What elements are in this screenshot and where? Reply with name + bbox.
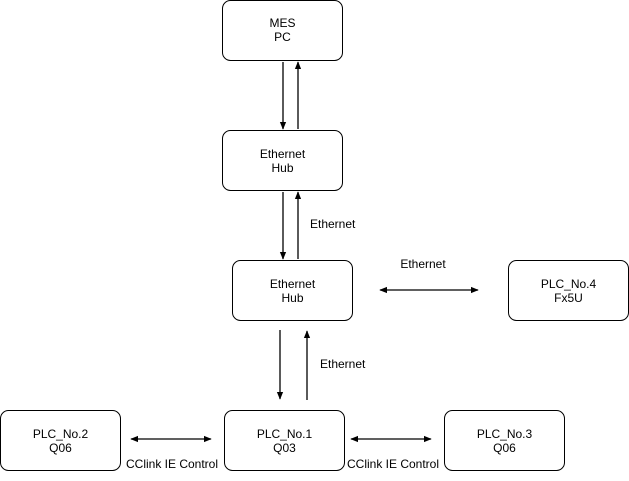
plc-no1-node[interactable]: PLC_No.1 Q03 (224, 410, 345, 471)
edge-label-hub-middle-plc-no1: Ethernet (320, 357, 366, 371)
plc-no3-line2: Q06 (493, 441, 516, 455)
ethernet-hub-top-line1: Ethernet (260, 147, 306, 161)
ethernet-hub-top-node[interactable]: Ethernet Hub (222, 130, 343, 191)
ethernet-hub-middle-line2: Hub (281, 291, 303, 305)
plc-no4-line1: PLC_No.4 (541, 277, 597, 291)
mes-pc-line2: PC (274, 30, 291, 44)
edge-label-plc-no1-plc-no3: CClink IE Control (347, 457, 439, 471)
plc-no1-line2: Q03 (273, 441, 296, 455)
edge-label-plc-no2-plc-no1: CClink IE Control (126, 457, 218, 471)
plc-no2-line1: PLC_No.2 (33, 427, 89, 441)
mes-pc-node[interactable]: MES PC (222, 0, 343, 61)
edge-label-hub-middle-plc-no4: Ethernet (400, 257, 446, 271)
plc-no1-line1: PLC_No.1 (257, 427, 313, 441)
mes-pc-line1: MES (269, 16, 295, 30)
plc-no3-node[interactable]: PLC_No.3 Q06 (444, 410, 565, 471)
plc-no4-node[interactable]: PLC_No.4 Fx5U (508, 260, 629, 321)
ethernet-hub-middle-line1: Ethernet (270, 277, 316, 291)
plc-no3-line1: PLC_No.3 (477, 427, 533, 441)
plc-no2-line2: Q06 (49, 441, 72, 455)
ethernet-hub-top-line2: Hub (271, 161, 293, 175)
ethernet-hub-middle-node[interactable]: Ethernet Hub (232, 260, 353, 321)
edge-label-hub-top-hub-middle: Ethernet (310, 217, 356, 231)
plc-no4-line2: Fx5U (554, 291, 583, 305)
plc-no2-node[interactable]: PLC_No.2 Q06 (0, 410, 121, 471)
